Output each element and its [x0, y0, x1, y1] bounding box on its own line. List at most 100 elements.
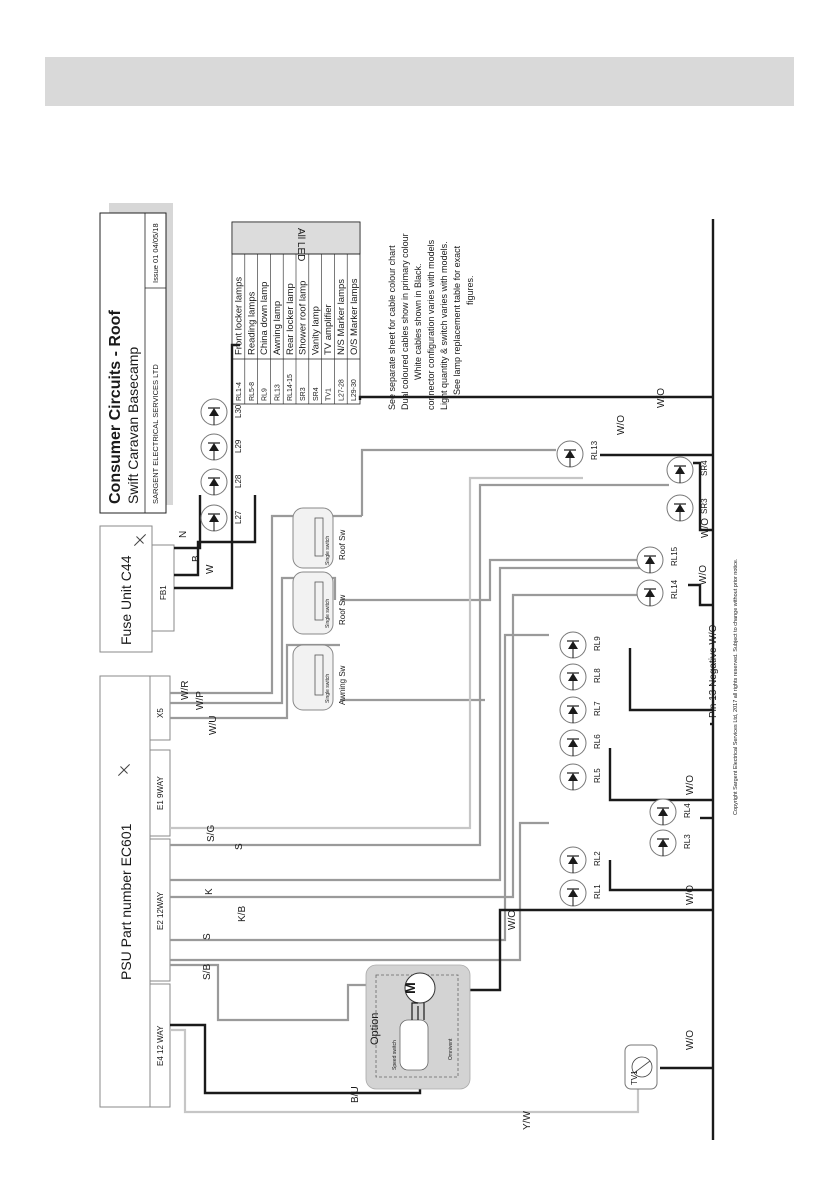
lamp-label: L30 — [234, 404, 243, 418]
lamp-icon — [559, 879, 587, 907]
lamp-table-code: SR4 — [313, 387, 320, 401]
lamp-label: RL6 — [593, 734, 602, 749]
lamp-label: SR4 — [700, 460, 709, 476]
wire-label-wo: W/O — [700, 518, 711, 538]
lamp-icon — [649, 798, 677, 826]
wires — [170, 343, 713, 1114]
wire-label-w: W — [205, 564, 216, 574]
lamp-table-desc: China down lamp — [259, 282, 270, 355]
lamp-table-code: L27-28 — [338, 379, 345, 401]
note-line: See separate sheet for cable colour char… — [387, 245, 397, 410]
wire-label-wo: W/O — [656, 388, 667, 408]
lamp-table-desc: Awning lamp — [272, 301, 283, 355]
lamp-table-desc: Shower roof lamp — [298, 281, 309, 355]
company-name: SARGENT ELECTRICAL SERVICES LTD — [151, 364, 160, 504]
speed-switch-label: Speed switch — [392, 1040, 398, 1070]
lamp-icon — [200, 433, 228, 461]
lamp-icon — [200, 398, 228, 426]
lamp-label: RL8 — [593, 668, 602, 683]
wire-label-wo: W/O — [616, 415, 627, 435]
switches: Single switch Roof Sw Single switch Roof… — [292, 507, 347, 711]
lamp-table-desc: N/S Marker lamps — [336, 279, 347, 355]
wire-label-b: B — [191, 555, 202, 562]
lamp-icon — [559, 846, 587, 874]
lamp-label: RL14 — [670, 579, 679, 599]
copyright-text: Copyright Sargent Electrical Services Lt… — [733, 558, 739, 815]
roof-switch-2: Single switch Roof Sw — [292, 571, 347, 635]
option-block: M Option Speed switch Omnivent — [365, 964, 471, 1090]
notes-block: See separate sheet for cable colour char… — [387, 233, 475, 410]
lamp-label: RL9 — [593, 636, 602, 651]
lamp-icon — [636, 579, 664, 607]
tv-amplifier: TV1 — [624, 1044, 658, 1090]
lamp-icon — [636, 546, 664, 574]
lamp-label: RL5 — [593, 768, 602, 783]
lamp-table-code: TV1 — [326, 388, 333, 401]
lamp-icon — [556, 440, 584, 468]
lamp-table-code: RL5-8 — [249, 382, 256, 401]
lamp-label: RL4 — [683, 803, 692, 818]
lamp-table-code: RL1-4 — [236, 382, 243, 401]
psu-unit: PSU Part number EC601 X5 E1 9WAY E2 12WA… — [99, 675, 171, 1108]
lamp-table-code: RL13 — [274, 384, 281, 401]
wire-labels: NBWW/RW/PW/US/GSKK/BSS/BB/UY/WW/OW/OW/OW… — [178, 388, 711, 1130]
wire-label-k: K — [204, 888, 215, 895]
roof-sw-2-label: Roof Sw — [338, 595, 347, 625]
diagram-subtitle: Swift Caravan Basecamp — [125, 347, 141, 504]
lamp-label: RL7 — [593, 701, 602, 716]
lamp-icon — [666, 494, 694, 522]
x5-label: X5 — [156, 708, 165, 718]
lamp-table-desc: O/S Marker lamps — [349, 278, 360, 355]
lamp-icon — [559, 696, 587, 724]
switch-type-label: Single switch — [325, 599, 331, 628]
note-line: See lamp replacement table for exact — [452, 245, 462, 395]
fuse-unit-label: Fuse Unit C44 — [118, 555, 134, 645]
switch-type-label: Single switch — [325, 674, 331, 703]
lamp-table-desc: Rear locker lamp — [285, 283, 296, 355]
title-block: Consumer Circuits - Roof Swift Caravan B… — [99, 203, 173, 514]
note-line: Dual coloured cables show in primary col… — [400, 233, 410, 410]
lamp-table-code: RL14-15 — [287, 374, 294, 401]
e2-label: E2 12WAY — [156, 891, 165, 930]
wire-label-bu: B/U — [350, 1086, 361, 1103]
lamp-table-code: SR3 — [300, 387, 307, 401]
omnivent-label: Omnivent — [448, 1038, 454, 1060]
lamp-icon — [200, 504, 228, 532]
e1-label: E1 9WAY — [156, 776, 165, 810]
lamp-table-code: RL9 — [262, 388, 269, 401]
wire-label-wo: W/O — [685, 775, 696, 795]
wire-label-wu: W/U — [208, 716, 219, 735]
switch-type-label: Single switch — [325, 536, 331, 565]
lamp-label: RL15 — [670, 546, 679, 566]
lamp-label: RL2 — [593, 851, 602, 866]
note-line: connector configuration varies with mode… — [426, 239, 436, 410]
wire-label-wo: W/O — [698, 565, 709, 585]
psu-label: PSU Part number EC601 — [118, 823, 134, 980]
lamp-icon — [559, 631, 587, 659]
lamp-label: SR3 — [700, 498, 709, 514]
roof-sw-label: Roof Sw — [338, 530, 347, 560]
lamp-icon — [559, 729, 587, 757]
tv-label: TV1 — [630, 1070, 639, 1085]
note-line: Light quantity & switch varies with mode… — [439, 241, 449, 410]
lamp-label: RL13 — [590, 440, 599, 460]
lamp-icon — [559, 663, 587, 691]
e4-label: E4 12 WAY — [156, 1025, 165, 1066]
lamp-icon — [559, 763, 587, 791]
psu-symbol-icon — [117, 763, 131, 777]
awning-switch: Single switch Awning Sw — [292, 644, 347, 711]
lamp-icon — [666, 456, 694, 484]
lamps: L27L28L29L30RL1RL2RL3RL4RL5RL6RL7RL8RL9R… — [200, 398, 709, 907]
lamp-label: L28 — [234, 474, 243, 488]
wire-label-wo: W/O — [685, 1030, 696, 1050]
roof-switch-1: Single switch Roof Sw — [292, 507, 347, 569]
lamp-table-note: All LED — [295, 228, 306, 261]
wire-label-s1: S — [234, 843, 245, 850]
lamp-icon — [200, 468, 228, 496]
lamp-label: L29 — [234, 439, 243, 453]
wire-label-yw: Y/W — [522, 1111, 533, 1130]
wire-label-wo: W/O — [685, 885, 696, 905]
issue-label: Issue 01 04/05/18 — [151, 223, 160, 283]
